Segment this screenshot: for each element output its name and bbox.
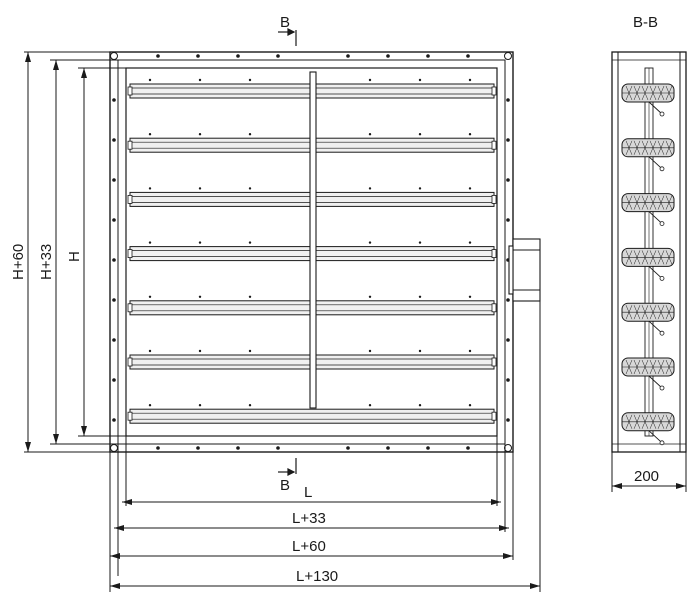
section-view [611,51,687,453]
section-cut-top [278,28,297,46]
actuator-box [508,238,541,302]
dim-line-H [81,68,87,436]
bolt-hole [236,446,240,450]
bolt-hole [466,446,470,450]
bolt-hole [236,54,240,58]
section-blade [621,83,675,117]
linkage-rod [309,71,317,409]
bolt-hole [196,54,200,58]
dim-line-H33 [53,60,59,444]
bolt-hole [112,98,116,102]
bolt-hole [506,338,510,342]
bolt-hole [346,446,350,450]
bolt-hole [506,418,510,422]
bolt-hole [112,258,116,262]
bolt-hole [156,54,160,58]
bolt-hole [112,338,116,342]
section-blade [621,302,675,336]
section-blade [621,138,675,172]
dim-label-H: H [66,251,83,262]
section-blade [621,412,675,446]
bolt-hole [112,378,116,382]
bolt-hole [112,138,116,142]
section-blades [621,83,675,446]
bolt-hole [346,54,350,58]
vertical-dimensions [24,51,126,453]
bolt-hole [506,98,510,102]
bolt-hole [506,298,510,302]
bolt-hole [276,54,280,58]
section-depth-label: 200 [634,468,659,485]
bolt-hole [196,446,200,450]
section-blade [621,193,675,227]
dim-line-H60 [25,52,31,452]
dim-line-L33 [114,525,509,531]
section-cut-bottom [278,458,297,476]
damper-blade [127,404,497,424]
dim-line-L60 [110,553,513,559]
dim-label-L130: L+130 [296,568,338,585]
bolt-hole [426,446,430,450]
front-view [109,28,541,476]
bolt-hole [156,446,160,450]
bolt-hole [112,218,116,222]
dim-label-L33: L+33 [292,510,326,527]
dim-label-H33: H+33 [38,244,55,280]
dim-label-H60: H+60 [10,244,27,280]
bolt-hole [506,378,510,382]
section-depth-dimension [611,452,687,492]
bolt-hole [112,298,116,302]
section-outer-frame [611,51,687,453]
flange-holes [112,54,510,450]
dim-line-L [122,499,501,505]
bolt-hole [386,446,390,450]
dim-label-L: L [304,484,312,501]
dim-line-L130 [110,583,540,589]
section-mark-bottom: B [280,477,290,494]
section-blade [621,357,675,391]
section-title: B-B [633,14,658,31]
bolt-hole [386,54,390,58]
opening-frame [125,67,498,437]
bolt-hole [506,178,510,182]
inner-flange [117,59,506,445]
dim-label-L60: L+60 [292,538,326,555]
section-mark-top: B [280,14,290,31]
bolt-hole [276,446,280,450]
horizontal-dimensions [109,301,541,592]
bolt-hole [466,54,470,58]
section-blade [621,247,675,281]
bolt-hole [506,218,510,222]
bolt-hole [506,138,510,142]
bolt-hole [426,54,430,58]
bolt-hole [112,178,116,182]
bolt-hole [112,418,116,422]
